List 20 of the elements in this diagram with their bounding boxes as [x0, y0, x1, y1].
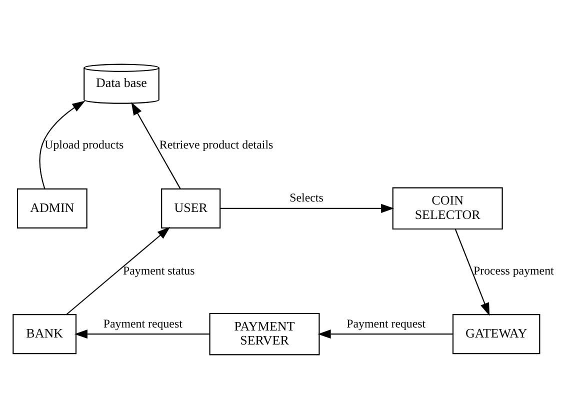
arrow [66, 226, 170, 314]
arrow [318, 329, 453, 338]
edge-label: Process payment [473, 262, 554, 277]
node-box: COIN SELECTOR [392, 186, 503, 230]
edge-label: Payment status [122, 262, 195, 277]
arrow [74, 329, 210, 338]
node-box: PAYMENT SERVER [209, 312, 320, 355]
node-box: GATEWAY [452, 314, 540, 354]
arrow [131, 102, 181, 188]
node-box: USER [161, 188, 221, 228]
edge-label: Retrieve product details [159, 137, 274, 152]
node-box: BANK [12, 314, 77, 354]
edge-label: Payment request [103, 316, 182, 330]
arrow [220, 203, 394, 212]
node-box: ADMIN [16, 188, 88, 228]
edge-label: Selects [290, 190, 324, 204]
edge-label: Upload products [44, 137, 124, 152]
arrow [39, 100, 86, 188]
edge-label: Payment request [346, 316, 426, 330]
arrow [454, 228, 490, 316]
